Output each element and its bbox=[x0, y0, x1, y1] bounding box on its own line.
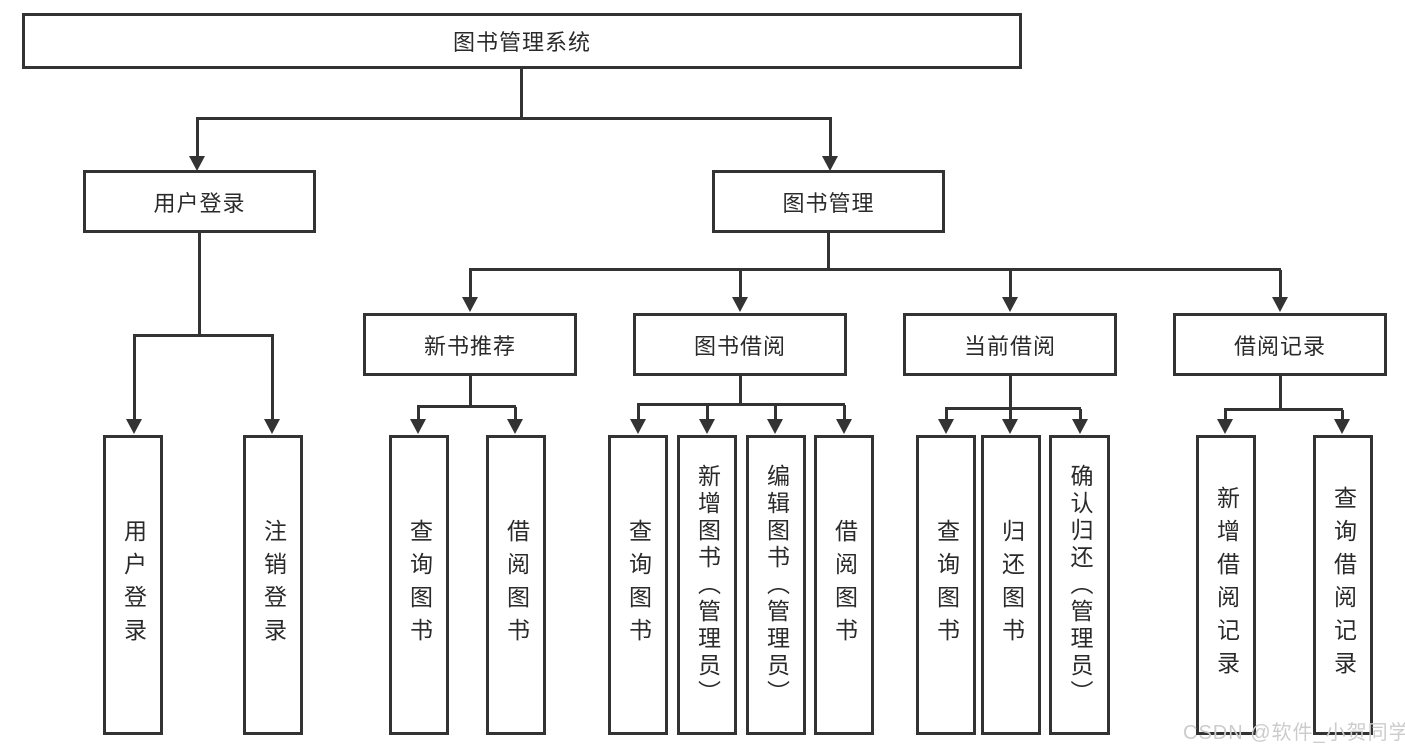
leaf-edit-book-admin: 编辑图书（管理员） bbox=[746, 435, 806, 735]
leaf-label: 新增图书（管理员） bbox=[694, 463, 721, 707]
leaf-label: 查询图书 bbox=[933, 519, 960, 651]
leaf-query-books-recommend: 查询图书 bbox=[389, 435, 449, 735]
node-book-borrow: 图书借阅 bbox=[633, 313, 847, 376]
watermark: CSDN @软件_小贺同学 bbox=[1183, 722, 1405, 744]
leaf-label: 确认归还（管理员） bbox=[1067, 463, 1093, 707]
connector-user-login-rail bbox=[133, 334, 274, 337]
leaf-label: 用户登录 bbox=[120, 519, 147, 651]
leaf-borrow-books-recommend: 借阅图书 bbox=[486, 435, 546, 735]
connector-new-book-recommend-rail bbox=[417, 405, 516, 408]
connector-current-borrow-stub bbox=[1008, 376, 1012, 409]
connector-new-book-recommend-stub bbox=[468, 376, 472, 407]
leaf-label: 查询借阅记录 bbox=[1330, 486, 1357, 684]
connector-root-stub bbox=[519, 69, 523, 119]
connector-borrow-records-rail bbox=[1224, 408, 1343, 411]
leaf-label: 查询图书 bbox=[625, 519, 652, 651]
leaf-confirm-return-admin: 确认归还（管理员） bbox=[1049, 435, 1110, 735]
leaf-label: 编辑图书（管理员） bbox=[763, 463, 790, 707]
leaf-label: 新增借阅记录 bbox=[1213, 486, 1240, 684]
leaf-label: 注销登录 bbox=[260, 519, 287, 651]
leaf-label: 借阅图书 bbox=[831, 519, 858, 651]
connector-book-borrow-stub bbox=[738, 376, 742, 405]
node-user-login: 用户登录 bbox=[83, 170, 316, 233]
connector-borrow-records-stub bbox=[1278, 376, 1282, 410]
node-book-management: 图书管理 bbox=[712, 170, 945, 233]
leaf-label: 借阅图书 bbox=[503, 519, 530, 651]
connector-book-management-stub bbox=[826, 233, 830, 270]
leaf-label: 查询图书 bbox=[406, 519, 433, 651]
leaf-return-book: 归还图书 bbox=[981, 435, 1041, 735]
leaf-user-login: 用户登录 bbox=[103, 435, 163, 735]
connector-book-management-rail bbox=[469, 268, 1281, 271]
leaf-query-books-borrow: 查询图书 bbox=[608, 435, 668, 735]
connector-user-login-stub bbox=[197, 233, 201, 336]
connector-current-borrow-rail bbox=[945, 407, 1081, 410]
leaf-add-borrow-record: 新增借阅记录 bbox=[1196, 435, 1256, 735]
node-new-book-recommend: 新书推荐 bbox=[363, 313, 577, 376]
node-borrow-records: 借阅记录 bbox=[1173, 313, 1387, 376]
leaf-borrow-books: 借阅图书 bbox=[814, 435, 874, 735]
connector-root-rail bbox=[196, 117, 832, 120]
leaf-query-borrow-record: 查询借阅记录 bbox=[1313, 435, 1373, 735]
leaf-query-books-current: 查询图书 bbox=[916, 435, 976, 735]
node-library-management-system: 图书管理系统 bbox=[22, 13, 1022, 69]
connector-book-borrow-rail bbox=[637, 403, 845, 406]
leaf-logout: 注销登录 bbox=[243, 435, 303, 735]
node-current-borrow: 当前借阅 bbox=[903, 313, 1117, 376]
leaf-label: 归还图书 bbox=[998, 519, 1025, 651]
leaf-add-book-admin: 新增图书（管理员） bbox=[677, 435, 737, 735]
